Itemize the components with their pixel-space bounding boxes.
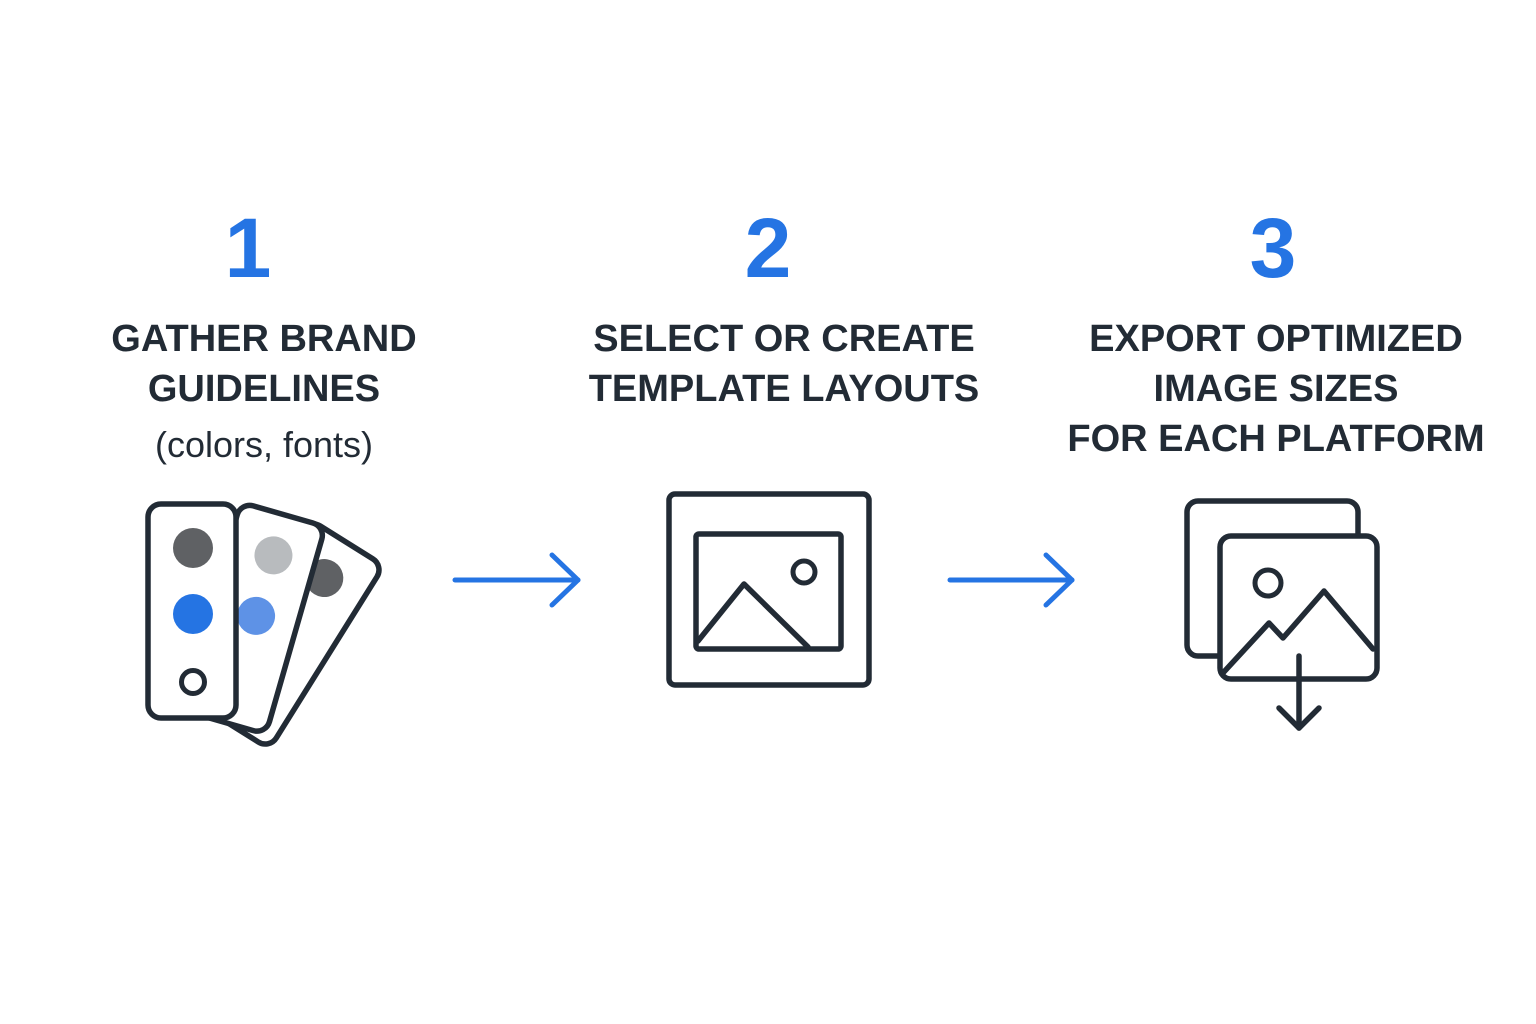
arrow-right-icon	[947, 552, 1075, 608]
step-2-title-line-2: TEMPLATE LAYOUTS	[588, 368, 980, 410]
step-3-number: 3	[1249, 201, 1297, 295]
swatch-dot-dark	[173, 528, 213, 568]
step-2-number: 2	[744, 201, 792, 295]
swatch-dot-blue-soft	[237, 596, 276, 635]
step-1-title: GATHER BRAND GUIDELINES	[34, 314, 494, 414]
export-images-icon	[1184, 498, 1380, 731]
image-template-icon	[666, 491, 872, 688]
swatch-dot-light	[254, 536, 293, 575]
template-sun-icon	[790, 558, 818, 586]
color-swatch-icon	[145, 501, 382, 747]
step-1-number: 1	[224, 201, 272, 295]
step-1-title-line-1: GATHER BRAND	[111, 318, 417, 360]
export-mountain-icon	[1219, 588, 1376, 677]
template-mountain-icon	[695, 581, 811, 650]
step-2-title-line-1: SELECT OR CREATE	[593, 318, 975, 360]
step-3-title-line-2: IMAGE SIZES	[1153, 368, 1399, 410]
step-1-subtitle: (colors, fonts)	[154, 424, 374, 465]
swatch-dot-blue	[173, 594, 213, 634]
step-3-title: EXPORT OPTIMIZED IMAGE SIZES FOR EACH PL…	[1046, 314, 1506, 464]
swatch-dot-empty	[179, 668, 207, 696]
arrow-right-icon	[452, 552, 581, 608]
step-3-title-line-3: FOR EACH PLATFORM	[1067, 418, 1485, 460]
export-sun-icon	[1252, 567, 1284, 599]
step-3-title-line-1: EXPORT OPTIMIZED	[1089, 318, 1463, 360]
step-2-title: SELECT OR CREATE TEMPLATE LAYOUTS	[554, 314, 1014, 414]
step-1-title-line-2: GUIDELINES	[147, 368, 381, 410]
template-frame-inner	[693, 531, 844, 652]
